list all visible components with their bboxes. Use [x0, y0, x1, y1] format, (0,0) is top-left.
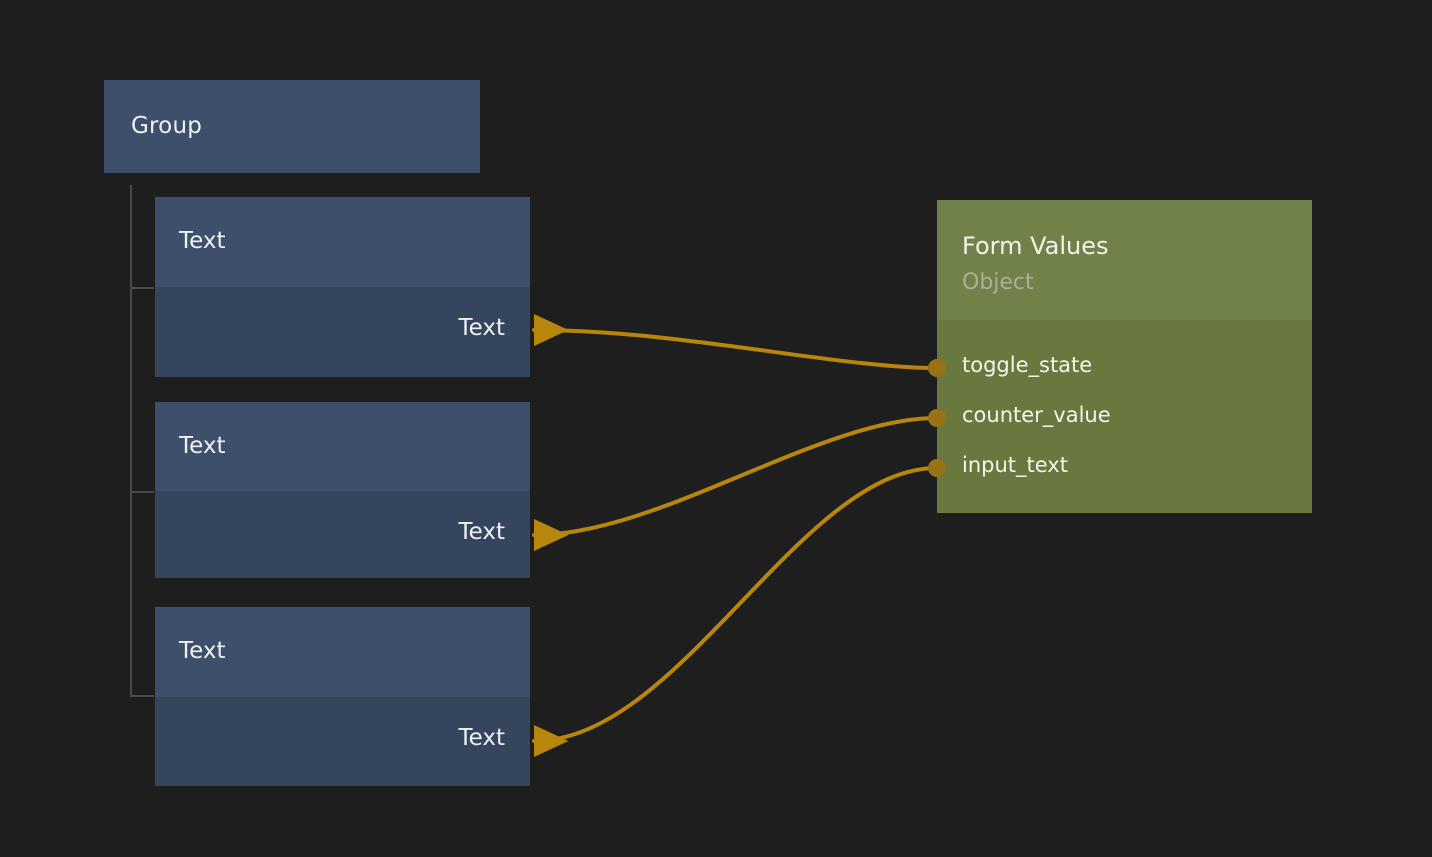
object-row-counter-value[interactable]: counter_value [928, 393, 1312, 443]
edge-toggle-state [532, 314, 939, 370]
text-node-1-body[interactable]: Text [155, 287, 530, 377]
object-row-input-text[interactable]: input_text [928, 443, 1312, 493]
text-node-1[interactable]: Text Text [155, 197, 530, 377]
text-node-3-body[interactable]: Text [155, 697, 530, 786]
edge-input-text [532, 466, 939, 757]
group-node[interactable]: Group [104, 80, 480, 173]
object-row-counter-value-label: counter_value [962, 403, 1111, 427]
port-dot-input-text[interactable] [928, 459, 946, 477]
object-node-header[interactable]: Form Values Object [937, 200, 1312, 320]
text-node-3-body-label: Text [458, 725, 505, 751]
object-node-title: Form Values [962, 232, 1109, 260]
object-row-toggle-state-label: toggle_state [962, 353, 1093, 377]
port-dot-counter-value[interactable] [928, 409, 946, 427]
object-node-form-values[interactable]: Form Values Object toggle_state counter_… [928, 200, 1312, 513]
text-node-1-body-label: Text [458, 315, 505, 341]
tree-branch-line-3 [130, 695, 154, 697]
text-node-1-header[interactable]: Text [155, 197, 530, 287]
text-node-1-header-label: Text [179, 228, 226, 254]
text-node-3[interactable]: Text Text [155, 607, 530, 786]
tree-branch-line-2 [130, 491, 154, 493]
group-node-title: Group [131, 113, 203, 139]
object-node-body: toggle_state counter_value input_text [928, 320, 1312, 513]
tree-branch-line-1 [130, 287, 154, 289]
text-node-3-header-label: Text [179, 638, 226, 664]
text-node-2-header[interactable]: Text [155, 402, 530, 491]
text-node-3-header[interactable]: Text [155, 607, 530, 697]
object-row-input-text-label: input_text [962, 453, 1068, 477]
text-node-2-body[interactable]: Text [155, 491, 530, 578]
edge-counter-value [532, 416, 939, 551]
object-node-subtitle: Object [962, 270, 1034, 295]
port-dot-toggle-state[interactable] [928, 359, 946, 377]
text-node-2-header-label: Text [179, 433, 226, 459]
text-node-2[interactable]: Text Text [155, 402, 530, 578]
object-row-toggle-state[interactable]: toggle_state [928, 343, 1312, 393]
text-node-2-body-label: Text [458, 519, 505, 545]
tree-trunk-line [130, 185, 132, 697]
